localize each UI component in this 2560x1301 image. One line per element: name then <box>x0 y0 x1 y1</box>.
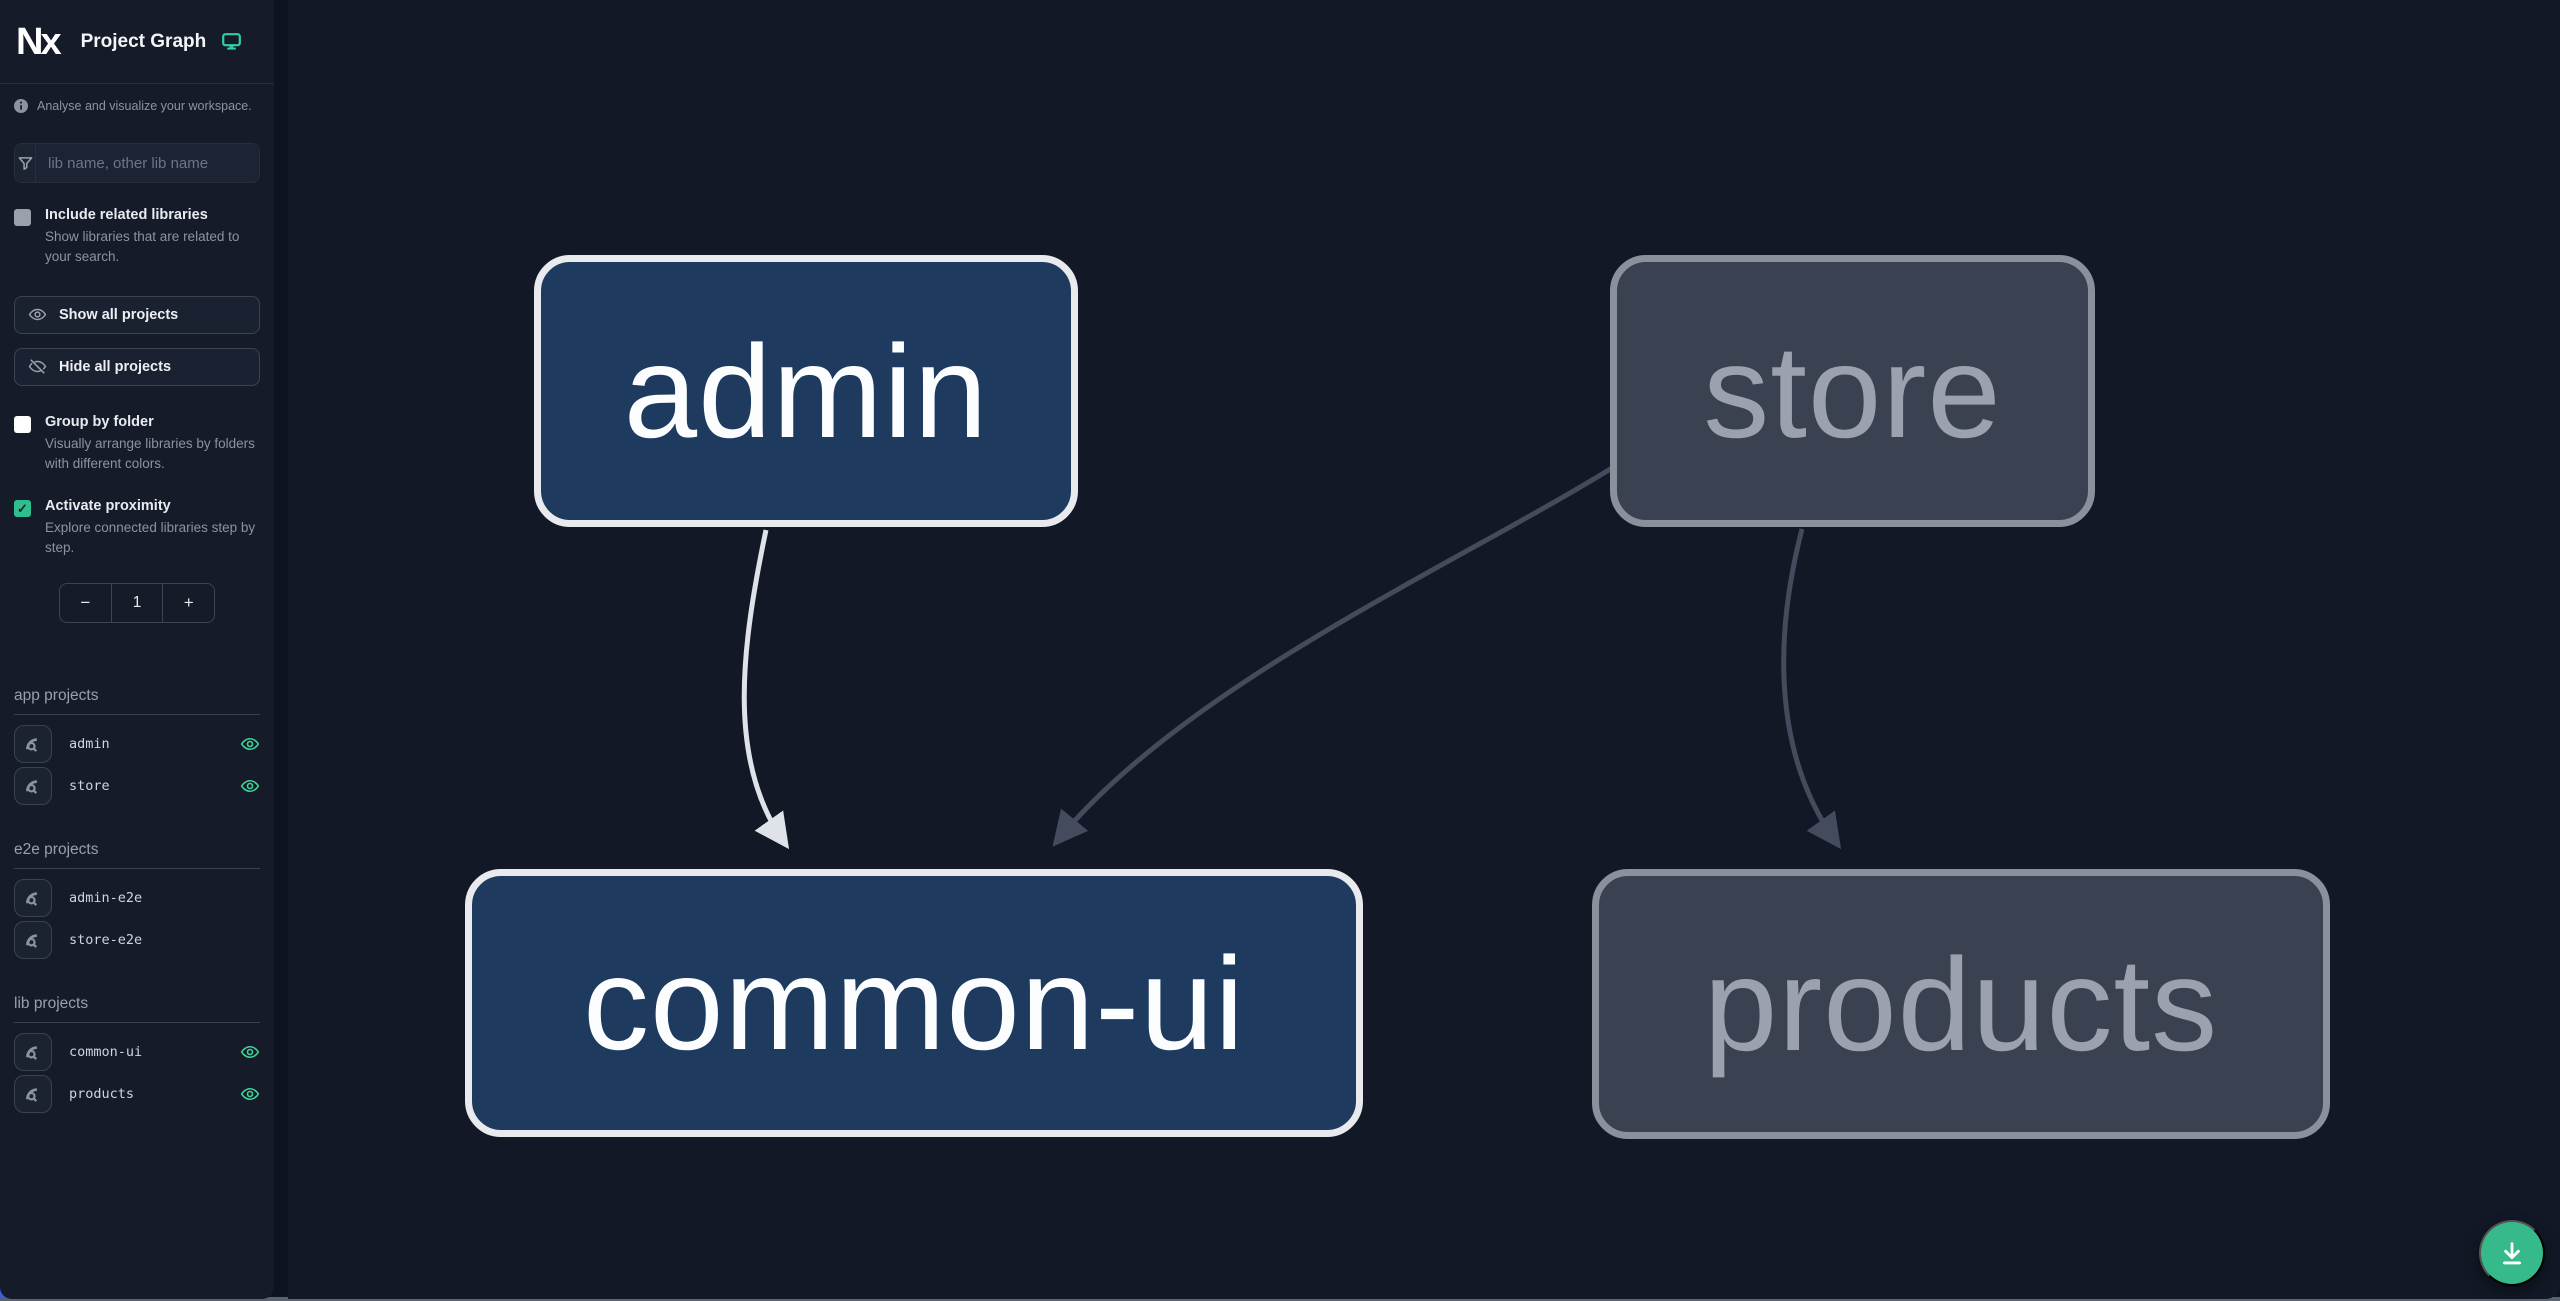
project-name[interactable]: common-ui <box>69 1043 143 1060</box>
node-label: admin <box>623 317 989 465</box>
section-e2e-projects: e2e projects admin-e2e store-e2e <box>14 841 260 959</box>
bottom-scroll-track[interactable] <box>0 1297 2560 1301</box>
option-description: Show libraries that are related to your … <box>45 229 240 265</box>
focus-project-button[interactable] <box>14 1032 52 1071</box>
workspace-subtitle: Analyse and visualize your workspace. <box>37 99 252 113</box>
node-label: products <box>1703 930 2219 1078</box>
nx-logo: Nx <box>16 20 62 63</box>
project-row-store: store <box>14 766 260 805</box>
graph-node-store[interactable]: store <box>1610 255 2095 527</box>
sidebar-header: Nx Project Graph <box>0 0 274 84</box>
graph-node-products[interactable]: products <box>1592 869 2330 1139</box>
activate-proximity-checkbox[interactable]: ✓ <box>14 500 31 517</box>
workspace-subtitle-row: Analyse and visualize your workspace. <box>14 99 260 113</box>
sidebar: Nx Project Graph Analyse and visualize y… <box>0 0 274 1299</box>
graph-node-common-ui[interactable]: common-ui <box>465 869 1363 1137</box>
info-icon <box>14 99 28 113</box>
hide-all-projects-button[interactable]: Hide all projects <box>14 347 260 386</box>
project-name[interactable]: store-e2e <box>69 931 143 948</box>
node-label: common-ui <box>583 929 1245 1077</box>
project-row-admin: admin <box>14 724 260 763</box>
section-lib-projects: lib projects common-ui <box>14 995 260 1113</box>
section-title: lib projects <box>14 995 260 1023</box>
increment-button[interactable]: + <box>183 592 194 612</box>
focus-project-button[interactable] <box>14 920 52 959</box>
option-description: Explore connected libraries step by step… <box>45 520 256 556</box>
node-label: store <box>1703 317 2002 465</box>
button-label: Show all projects <box>59 306 179 323</box>
project-row-store-e2e: store-e2e <box>14 920 260 959</box>
download-graph-button[interactable] <box>2479 1220 2545 1286</box>
section-title: e2e projects <box>14 841 260 869</box>
focus-project-button[interactable] <box>14 766 52 805</box>
project-row-products: products <box>14 1074 260 1113</box>
option-description: Visually arrange libraries by folders wi… <box>45 435 255 471</box>
toggle-visibility-eye-icon[interactable] <box>240 734 260 754</box>
option-label: Include related libraries <box>45 207 208 223</box>
graph-node-admin[interactable]: admin <box>534 255 1078 527</box>
toggle-visibility-eye-icon[interactable] <box>240 1084 260 1104</box>
eye-icon <box>28 305 47 324</box>
project-name[interactable]: admin <box>69 735 110 752</box>
proximity-stepper: − 1 + <box>59 582 215 623</box>
checkmark-icon: ✓ <box>17 500 28 516</box>
section-title: app projects <box>14 687 260 715</box>
proximity-depth-value: 1 <box>110 583 164 622</box>
option-activate-proximity: ✓ Activate proximity Explore connected l… <box>14 498 260 559</box>
project-name[interactable]: products <box>69 1085 135 1102</box>
eye-off-icon <box>28 357 47 376</box>
search-box <box>14 143 260 183</box>
option-group-by-folder: Group by folder Visually arrange librari… <box>14 414 260 475</box>
group-by-folder-checkbox[interactable] <box>14 415 31 433</box>
filter-icon <box>15 144 36 182</box>
project-row-common-ui: common-ui <box>14 1032 260 1071</box>
project-name[interactable]: admin-e2e <box>69 889 143 906</box>
monitor-icon[interactable] <box>222 33 242 50</box>
project-name[interactable]: store <box>69 777 110 794</box>
download-icon <box>2498 1239 2526 1267</box>
option-label: Group by folder <box>45 413 154 430</box>
toggle-visibility-eye-icon[interactable] <box>240 1042 260 1062</box>
option-include-related: Include related libraries Show libraries… <box>14 207 260 268</box>
section-app-projects: app projects admin <box>14 687 260 805</box>
button-label: Hide all projects <box>59 358 172 375</box>
option-label: Activate proximity <box>45 498 171 514</box>
toggle-visibility-eye-icon[interactable] <box>240 776 260 796</box>
focus-project-button[interactable] <box>14 1074 52 1113</box>
show-all-projects-button[interactable]: Show all projects <box>14 295 260 334</box>
project-row-admin-e2e: admin-e2e <box>14 878 260 917</box>
search-input[interactable] <box>36 144 259 182</box>
focus-project-button[interactable] <box>14 878 52 917</box>
include-related-checkbox[interactable] <box>14 209 31 226</box>
focus-project-button[interactable] <box>14 724 52 763</box>
page-title: Project Graph <box>80 30 207 52</box>
decrement-button[interactable]: − <box>80 592 91 612</box>
